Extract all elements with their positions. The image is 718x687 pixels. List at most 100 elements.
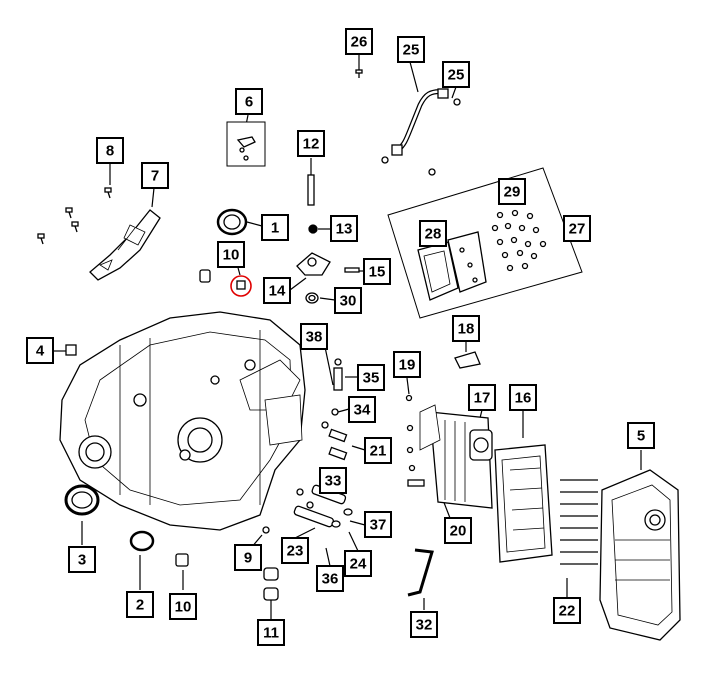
svg-text:18: 18 (458, 321, 475, 338)
plug-10-lower (175, 553, 189, 567)
svg-text:28: 28 (425, 226, 442, 243)
svg-text:33: 33 (325, 473, 342, 490)
callout-11: 11 (257, 619, 285, 646)
svg-text:2: 2 (136, 597, 144, 614)
callout-29: 28 (419, 220, 447, 247)
callout-37: 37 (364, 511, 392, 538)
svg-text:15: 15 (369, 264, 386, 281)
valve-body-16 (494, 444, 553, 563)
callout-5: 5 (627, 422, 655, 449)
svg-text:7: 7 (151, 168, 159, 185)
svg-text:21: 21 (370, 443, 387, 460)
svg-text:25: 25 (403, 42, 420, 59)
svg-text:38: 38 (306, 329, 323, 346)
svg-text:24: 24 (350, 556, 367, 573)
callout-23: 23 (281, 537, 309, 564)
vent-4 (65, 344, 77, 356)
callout-6: 6 (235, 88, 263, 115)
svg-text:6: 6 (245, 94, 253, 111)
svg-text:4: 4 (36, 343, 45, 360)
callout-1: 1 (261, 214, 289, 241)
callout-21: 21 (364, 437, 392, 464)
shaft-12 (307, 174, 315, 206)
svg-text:5: 5 (637, 428, 645, 445)
svg-text:36: 36 (322, 571, 339, 588)
callout-18: 18 (452, 315, 480, 342)
svg-text:34: 34 (354, 402, 371, 419)
callout-31: 30 (334, 287, 362, 314)
bolt-8 (37, 187, 112, 245)
svg-text:8: 8 (106, 143, 114, 160)
callout-10-upper: 10 (217, 241, 245, 268)
plug-11 (263, 567, 279, 601)
svg-text:10: 10 (223, 247, 240, 264)
callout-9: 9 (234, 544, 262, 571)
svg-text:37: 37 (370, 517, 387, 534)
callout-14: 14 (263, 277, 291, 304)
callout-19: 19 (393, 351, 421, 378)
callout-26: 25 (442, 61, 470, 88)
svg-text:10: 10 (175, 599, 192, 616)
svg-text:1: 1 (271, 220, 279, 237)
bolt-set-30 (491, 209, 547, 272)
o-ring-37 (331, 508, 353, 528)
seal-3 (64, 484, 100, 516)
plug-34 (321, 408, 339, 429)
svg-text:20: 20 (450, 523, 467, 540)
svg-text:9: 9 (244, 550, 252, 567)
callout-4: 4 (26, 337, 54, 364)
callout-32: 32 (410, 611, 438, 638)
valve-21 (328, 428, 348, 461)
spring-31 (305, 292, 319, 304)
svg-text:35: 35 (363, 370, 380, 387)
svg-text:12: 12 (303, 136, 320, 153)
tube-38 (333, 358, 343, 391)
callout-2: 2 (126, 591, 154, 618)
svg-text:29: 29 (504, 184, 521, 201)
callout-15: 15 (363, 258, 391, 285)
o-ring-2 (129, 530, 155, 552)
svg-text:19: 19 (399, 357, 416, 374)
solenoid-body-17 (407, 404, 493, 509)
svg-text:16: 16 (515, 390, 532, 407)
svg-text:14: 14 (269, 283, 286, 300)
screw-19 (405, 394, 416, 472)
cooler-hose-25 (381, 88, 449, 176)
oil-pan-5 (599, 469, 681, 641)
callout-13: 13 (330, 215, 358, 242)
callout-22: 22 (553, 597, 581, 624)
callout-20: 20 (444, 517, 472, 544)
bolt-set-22 (560, 479, 598, 565)
callout-34: 34 (348, 396, 376, 423)
svg-text:13: 13 (336, 221, 353, 238)
sensor-6 (226, 121, 266, 167)
svg-text:26: 26 (351, 34, 368, 51)
svg-text:32: 32 (416, 617, 433, 634)
svg-text:30: 30 (340, 293, 357, 310)
callout-17: 17 (468, 384, 496, 411)
callout-25: 25 (397, 36, 425, 63)
svg-text:27: 27 (569, 221, 586, 238)
callout-8: 8 (96, 137, 124, 164)
svg-text:17: 17 (474, 390, 491, 407)
plug-13 (308, 224, 318, 234)
fitting-26 (453, 98, 461, 106)
svg-text:11: 11 (263, 625, 279, 642)
callout-27: 26 (345, 28, 373, 55)
tube-32 (407, 548, 434, 597)
callout-3: 3 (68, 546, 96, 573)
callout-36: 36 (316, 565, 344, 592)
shift-actuator-7 (89, 209, 161, 281)
callout-35: 35 (357, 364, 385, 391)
clip-18 (454, 351, 481, 369)
seal-1 (216, 208, 248, 236)
gasket-kit-28 (387, 167, 583, 319)
transmission-case (59, 311, 306, 531)
callout-10-lower: 10 (169, 593, 197, 620)
svg-text:25: 25 (448, 67, 465, 84)
plug-10 (199, 269, 252, 297)
plug-9 (262, 526, 270, 534)
gasket-29 (417, 231, 487, 301)
bolt-27 (355, 69, 363, 78)
